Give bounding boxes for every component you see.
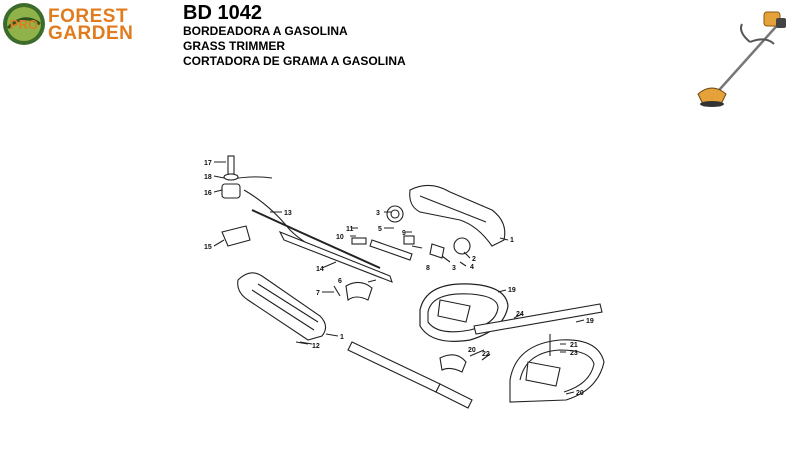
- callout-5: 5: [378, 226, 382, 233]
- desc-english: GRASS TRIMMER: [183, 39, 285, 53]
- callout-10: 10: [336, 234, 344, 241]
- callout-19b: 19: [586, 318, 594, 325]
- part-callouts: 17 18 16 15 13 14 11 10 9 3 5 4 2 8 3 1 …: [204, 160, 594, 397]
- callout-17: 17: [204, 160, 212, 167]
- callout-3b: 3: [452, 265, 456, 272]
- brand-line-2: GARDEN: [48, 23, 134, 44]
- desc-brazil: CORTADORA DE GRAMA A GASOLINA: [183, 54, 406, 68]
- callout-7: 7: [316, 290, 320, 297]
- callout-9: 9: [402, 230, 406, 237]
- model-title: BD 1042: [183, 2, 262, 24]
- callout-15: 15: [204, 244, 212, 251]
- callout-16: 16: [204, 190, 212, 197]
- callout-2: 2: [472, 256, 476, 263]
- callout-19a: 19: [508, 287, 516, 294]
- desc-portuguese: BORDEADORA A GASOLINA: [183, 24, 348, 38]
- callout-23: 23: [570, 350, 578, 357]
- badge-text: PRO: [10, 17, 38, 32]
- callout-3a: 3: [376, 210, 380, 217]
- callout-13: 13: [284, 210, 292, 217]
- callout-20b: 20: [576, 390, 584, 397]
- trimmer-product-image: [697, 11, 786, 107]
- callout-1b: 1: [340, 334, 344, 341]
- callout-4: 4: [470, 264, 474, 271]
- brand-name: FOREST GARDEN: [48, 6, 134, 44]
- brand-line-1: FOREST: [48, 6, 129, 27]
- callout-22: 22: [482, 351, 490, 358]
- callout-20a: 20: [468, 347, 476, 354]
- forest-garden-logo: PRO FOREST GARDEN: [2, 2, 172, 46]
- callout-12: 12: [312, 343, 320, 350]
- callout-21: 21: [570, 342, 578, 349]
- callout-1a: 1: [510, 237, 514, 244]
- callout-18: 18: [204, 174, 212, 181]
- callout-11: 11: [346, 226, 354, 233]
- callout-8: 8: [426, 265, 430, 272]
- header-titles: BD 1042 BORDEADORA A GASOLINA GRASS TRIM…: [183, 2, 406, 69]
- callout-14: 14: [316, 266, 324, 273]
- callout-24: 24: [516, 311, 524, 318]
- pro-badge-icon: PRO: [3, 3, 45, 45]
- callout-6: 6: [338, 278, 342, 285]
